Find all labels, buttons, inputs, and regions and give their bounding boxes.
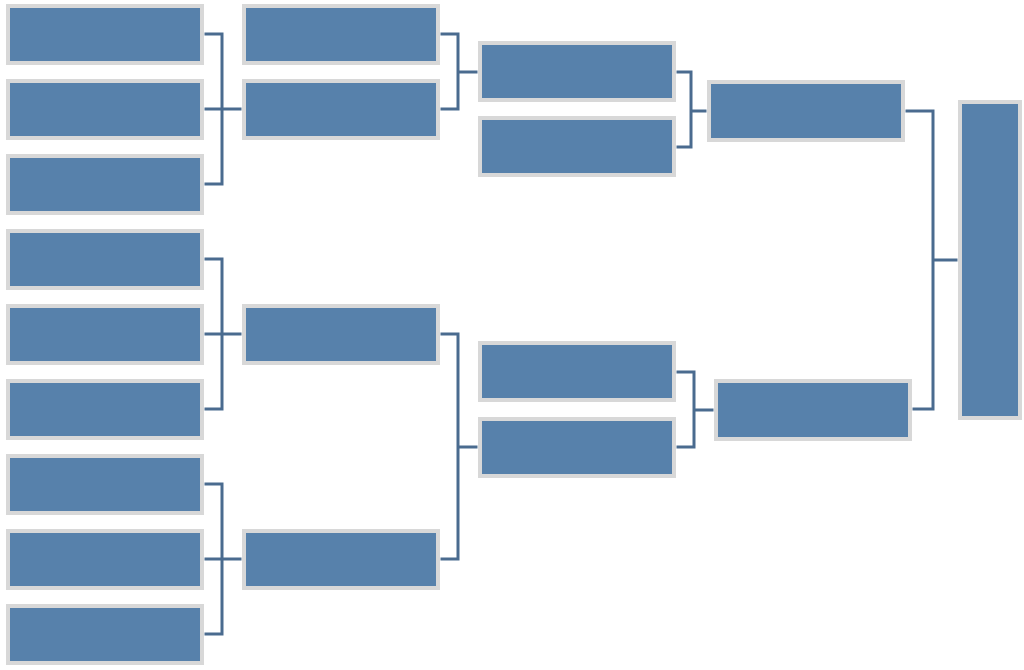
round1-slot-2 xyxy=(6,79,204,140)
round1-slot-4 xyxy=(6,229,204,290)
round1-slot-8 xyxy=(6,529,204,590)
round4-slot-2 xyxy=(714,379,912,441)
connector-r1-group1 xyxy=(204,32,242,186)
connector-r1-group2 xyxy=(204,257,242,411)
round3-slot-3 xyxy=(478,341,676,402)
connector-r1-group3 xyxy=(204,482,242,636)
round2-slot-3 xyxy=(242,304,440,365)
round2-slot-1 xyxy=(242,4,440,65)
round1-slot-1 xyxy=(6,4,204,65)
round1-slot-9 xyxy=(6,604,204,665)
connector-r3-bottom xyxy=(676,370,714,449)
round1-slot-6 xyxy=(6,379,204,440)
round1-slot-3 xyxy=(6,154,204,215)
round3-slot-4 xyxy=(478,417,676,478)
connector-r2-bottom xyxy=(440,332,478,561)
round1-slot-7 xyxy=(6,454,204,515)
round4-slot-1 xyxy=(707,80,905,142)
round2-slot-4 xyxy=(242,529,440,590)
round1-slot-5 xyxy=(6,304,204,365)
connector-r2-top xyxy=(440,32,478,111)
connector-r4-final xyxy=(905,109,958,411)
final-slot xyxy=(958,100,1022,420)
round3-slot-1 xyxy=(478,41,676,102)
connector-r3-top xyxy=(676,70,707,149)
round3-slot-2 xyxy=(478,116,676,177)
round2-slot-2 xyxy=(242,79,440,140)
